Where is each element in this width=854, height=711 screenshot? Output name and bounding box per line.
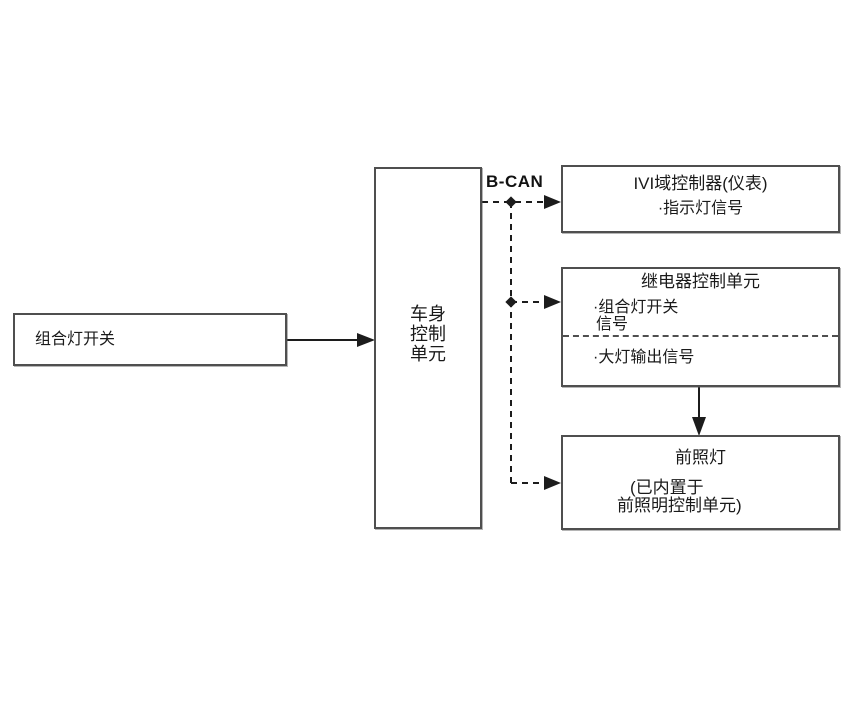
arrow-relay-to-headlamp [692, 387, 706, 436]
arrow-switch-to-body-control [287, 333, 375, 347]
bcan-bus-label: B-CAN [486, 172, 544, 191]
dashed-arrow-to-relay-unit [511, 295, 561, 309]
relay-headlamp-output-item: ·大灯输出信号 [593, 349, 695, 366]
node-headlamp: 前照灯 (已内置于 前照明控制单元) [561, 435, 840, 530]
node-relay-control-unit: 继电器控制单元 ·组合灯开关 信号 ·大灯输出信号 [561, 267, 840, 387]
dashed-arrow-to-headlamp [511, 476, 561, 490]
headlamp-sub-line2: 前照明控制单元) [617, 496, 742, 515]
body-control-unit-label: 车身 控制 单元 [410, 304, 446, 364]
headlamp-sub-line1: (已内置于 [630, 478, 704, 497]
relay-internal-divider [563, 335, 838, 337]
node-body-control-unit: 车身 控制 单元 [374, 167, 482, 529]
node-ivi-domain-controller: IVI域控制器(仪表) ·指示灯信号 [561, 165, 840, 233]
bcan-bus-dashed-line [482, 195, 561, 483]
node-combination-light-switch: 组合灯开关 [13, 313, 287, 366]
headlamp-title: 前照灯 [675, 448, 726, 467]
combination-light-switch-label: 组合灯开关 [35, 330, 116, 348]
ivi-title: IVI域控制器(仪表) [633, 174, 768, 193]
relay-switch-signal-line2: 信号 [596, 316, 629, 333]
ivi-indicator-signal-item: ·指示灯信号 [657, 199, 744, 217]
relay-switch-signal-line1: ·组合灯开关 [593, 299, 679, 316]
relay-title: 继电器控制单元 [641, 272, 760, 291]
